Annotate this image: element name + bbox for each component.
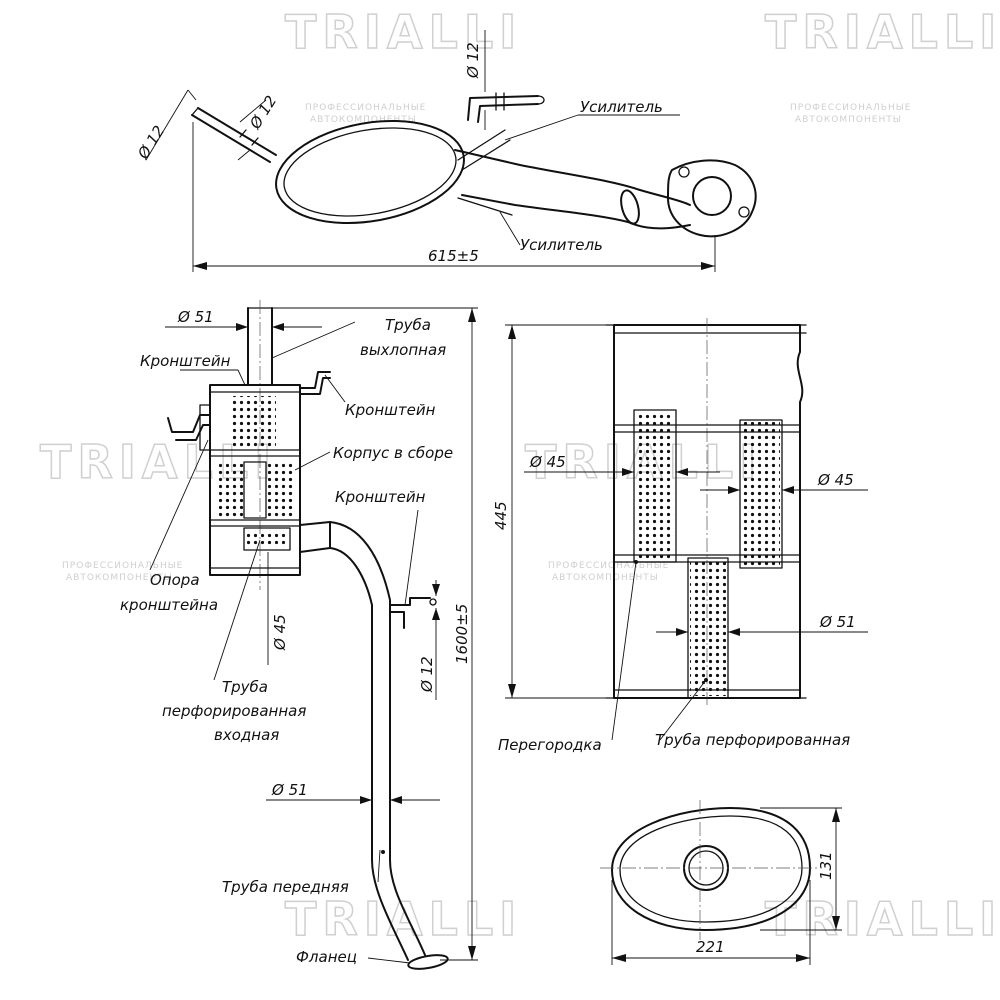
- watermark-tagline: ПРОФЕССИОНАЛЬНЫЕ: [305, 103, 426, 113]
- muffler-top-outline: [275, 120, 465, 224]
- flange-bore: [692, 176, 732, 216]
- watermark-logo-top-left: TRIALLI: [285, 5, 522, 59]
- bracket-support: [199, 404, 211, 451]
- dim-end-width: 221: [696, 938, 725, 956]
- label-bracket-right: Кронштейн: [345, 401, 436, 419]
- watermark-logo-bottom-left: TRIALLI: [285, 892, 522, 946]
- reinforcer-top: [457, 129, 506, 161]
- dim-end-height: 131: [817, 851, 835, 880]
- watermarks: TRIALLI TRIALLI TRIALLI TRIALLI TRIALLI …: [39, 4, 1000, 947]
- dim-outlet: Ø 51: [819, 613, 856, 631]
- front-pipe-side: [329, 521, 426, 956]
- watermark-tagline: ПРОФЕССИОНАЛЬНЫЕ: [548, 561, 669, 571]
- label-body-assembly: Корпус в сборе: [333, 444, 453, 462]
- dim-perf-right: Ø 45: [817, 471, 854, 489]
- flange-top: [667, 159, 757, 238]
- top-view: 615±5 Ø 12 Ø 12 Ø 12 Усилитель Усилитель: [134, 30, 757, 272]
- dim-bracket-right: Ø 12: [464, 42, 482, 79]
- dim-length-top: 615±5: [428, 247, 479, 265]
- watermark-logo-bottom-right: TRIALLI: [765, 892, 1000, 946]
- flange-bolt-hole: [738, 206, 750, 218]
- flange-side: [407, 954, 449, 970]
- section-view: 445 Ø 45 Ø 45 Ø 51 Перегородка Труба пер…: [492, 318, 868, 754]
- bracket-left-body: [167, 414, 211, 433]
- side-view: Ø 51 Ø 45 Ø 51 Ø 12 1600±5 Труба выхлопн…: [120, 300, 478, 970]
- label-baffle: Перегородка: [498, 736, 602, 754]
- label-exhaust-pipe-line2: выхлопная: [360, 341, 446, 359]
- label-flange: Фланец: [296, 948, 357, 966]
- label-bracket-pipe: Кронштейн: [335, 488, 426, 506]
- perforated-pipe-middle-left: [216, 462, 244, 518]
- dim-bracket-pipe: Ø 12: [418, 656, 436, 693]
- flange-bolt-hole: [678, 166, 690, 178]
- hanger-rod-right: [467, 95, 539, 121]
- dim-inlet-perforated: Ø 45: [271, 614, 289, 651]
- section-shell: [613, 324, 804, 699]
- watermark-tagline: ПРОФЕССИОНАЛЬНЫЕ: [790, 103, 911, 113]
- front-pipe-top: [454, 149, 641, 191]
- front-pipe-bottom: [461, 194, 629, 223]
- dim-total-length: 1600±5: [453, 604, 471, 664]
- label-perf-pipe: Труба перфорированная: [655, 731, 850, 749]
- dim-bracket-left-outer: Ø 12: [134, 122, 169, 163]
- reinforcer-bottom: [457, 197, 513, 216]
- label-exhaust-pipe-line1: Труба: [385, 316, 431, 334]
- watermark-tagline: АВТОКОМПОНЕНТЫ: [66, 573, 173, 583]
- watermark-tagline: АВТОКОМПОНЕНТЫ: [795, 115, 902, 125]
- perforated-pipe-upper: [232, 396, 276, 448]
- label-front-pipe: Труба передняя: [222, 878, 349, 896]
- dim-exhaust-diameter: Ø 51: [177, 308, 214, 326]
- label-inlet-line1: Труба: [222, 678, 268, 696]
- section-perf-pipe-right: [742, 422, 780, 566]
- label-inlet-line3: входная: [214, 726, 279, 744]
- label-reinforcer-top: Усилитель: [580, 98, 663, 116]
- watermark-logo-top-right: TRIALLI: [765, 5, 1000, 59]
- watermark-tagline: АВТОКОМПОНЕНТЫ: [310, 115, 417, 125]
- dim-perf-left: Ø 45: [529, 453, 566, 471]
- section-perf-pipe-outlet: [690, 560, 726, 696]
- watermark-tagline: АВТОКОМПОНЕНТЫ: [552, 573, 659, 583]
- bracket-on-pipe: [389, 597, 431, 606]
- label-support-line2: кронштейна: [120, 596, 218, 614]
- perforated-pipe-middle-right: [266, 462, 294, 518]
- label-bracket-left: Кронштейн: [140, 352, 231, 370]
- section-perf-pipe-left: [636, 412, 674, 560]
- inlet-cone: [299, 521, 331, 553]
- dim-section-height: 445: [492, 501, 510, 530]
- hanger-rod-left: [191, 114, 271, 163]
- bracket-right-body: [299, 371, 331, 389]
- dim-front-pipe-diameter: Ø 51: [271, 781, 308, 799]
- label-reinforcer-bottom: Усилитель: [520, 236, 603, 254]
- label-inlet-line2: перфорированная: [162, 702, 306, 720]
- perforated-pipe-inlet: [246, 530, 286, 548]
- muffler-body-side: [209, 384, 301, 576]
- label-support-line1: Опора: [150, 571, 200, 589]
- end-view: 221 131: [600, 800, 842, 965]
- muffler-top-inner: [283, 127, 457, 217]
- watermark-tagline: ПРОФЕССИОНАЛЬНЫЕ: [62, 561, 183, 571]
